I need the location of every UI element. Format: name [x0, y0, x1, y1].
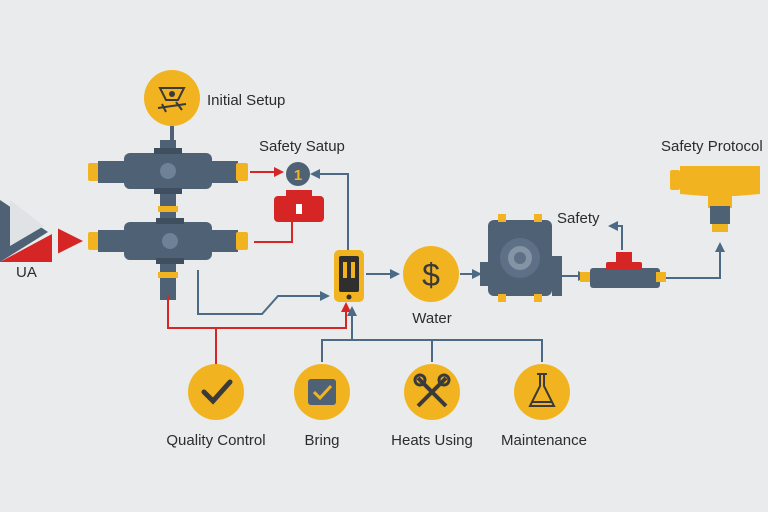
- label-maintenance: Maintenance: [501, 432, 587, 449]
- label-heats-using: Heats Using: [391, 432, 473, 449]
- safety-valve: [580, 252, 666, 288]
- connector-blue-protocol: [664, 242, 725, 279]
- checkbox-icon: [294, 364, 350, 420]
- top-pipe-valve: [88, 148, 248, 194]
- tank-unit: [480, 214, 562, 302]
- label-bring: Bring: [304, 432, 340, 449]
- pipe-coupling: [158, 206, 178, 212]
- wrench-icon: [404, 364, 460, 420]
- check-icon: [188, 364, 244, 420]
- svg-text:1: 1: [294, 167, 302, 184]
- svg-text:$: $: [422, 257, 440, 293]
- label-safety-protocol: Safety Protocol: [661, 138, 763, 155]
- label-initial-setup: Initial Setup: [207, 92, 286, 109]
- label-quality-control: Quality Control: [166, 432, 266, 449]
- label-safety-satup: Safety Satup: [259, 138, 345, 155]
- connector-red-bottom: [167, 296, 351, 329]
- pump-bell-icon: [144, 70, 200, 126]
- middle-pipe-valve: [88, 218, 248, 264]
- label-safety: Safety: [557, 210, 600, 227]
- step-badge: 1: [286, 162, 310, 186]
- connector-blue-safety-up: [608, 221, 623, 250]
- label-ua: UA: [16, 264, 37, 281]
- connector-blue-up: [310, 169, 349, 250]
- red-valve-icon: [274, 190, 324, 222]
- flask-icon: [514, 364, 570, 420]
- connector-red-mid: [254, 222, 293, 243]
- phone-control-icon: [334, 250, 364, 302]
- dollar-icon: $: [403, 246, 459, 302]
- safety-protocol-fitting: [670, 166, 760, 232]
- connector-blue-loop: [197, 270, 330, 315]
- pipe-end: [160, 278, 176, 296]
- pipe-coupling-bottom: [158, 272, 178, 278]
- ua-source-shape: [0, 200, 52, 262]
- label-water: Water: [412, 310, 452, 327]
